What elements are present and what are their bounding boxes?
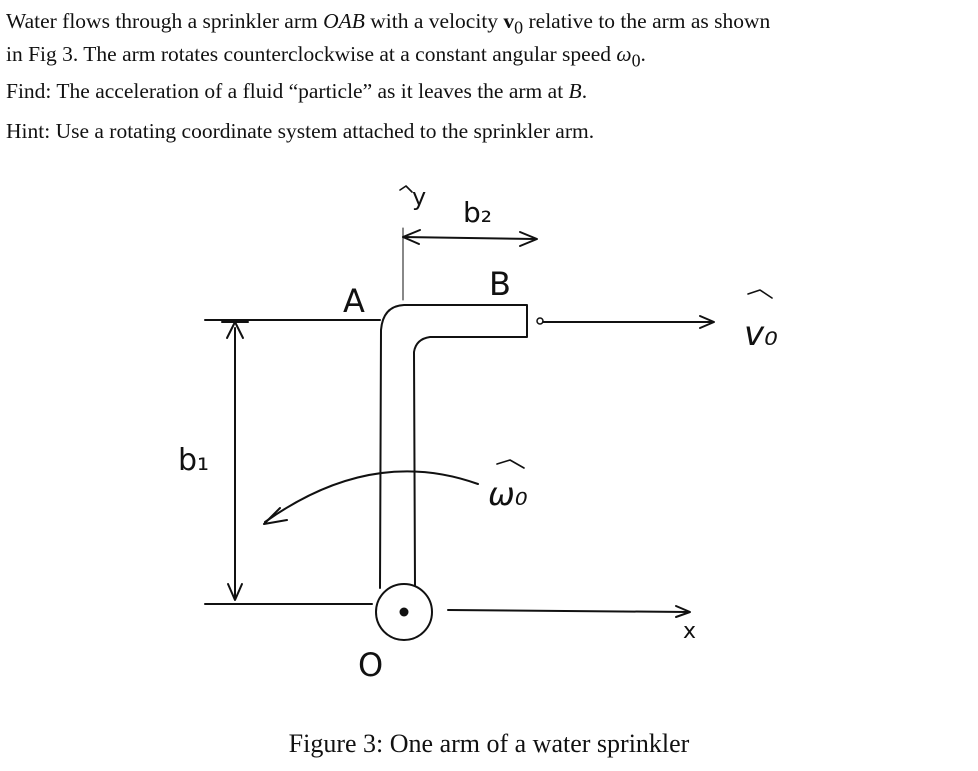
rotation-arrowhead (263, 507, 288, 525)
sprinkler-figure: A B O b₁ b₂ x y v₀ ω₀ (178, 183, 778, 684)
sprinkler-arm (379, 304, 528, 589)
figure-caption: Figure 3: One arm of a water sprinkler (288, 729, 690, 758)
label-o: O (358, 646, 383, 684)
find-statement: Find: The acceleration of a fluid “parti… (6, 79, 588, 103)
b1-arrow-bottom (227, 583, 243, 601)
omega-symbol: ω (616, 42, 632, 67)
problem-statement: Water flows through a sprinkler arm OAB … (6, 9, 771, 71)
label-a: A (343, 282, 365, 320)
rotation-arrow (264, 470, 479, 523)
b2-dimension-line (402, 236, 536, 240)
x-axis (447, 609, 689, 613)
label-y: y (412, 183, 426, 211)
b2-arrow-right (519, 231, 538, 247)
v0-overarrow (747, 289, 773, 299)
hint-statement: Hint: Use a rotating coordinate system a… (6, 119, 595, 143)
x-axis-arrowhead (675, 605, 691, 618)
label-v0: v₀ (744, 314, 778, 354)
omega-overarrow (496, 459, 525, 469)
pivot-hub (375, 583, 433, 641)
velocity-symbol: v (503, 9, 515, 33)
label-b: B (489, 265, 511, 303)
label-omega0: ω₀ (488, 475, 528, 513)
label-b2: b₂ (463, 196, 492, 229)
label-b1: b₁ (178, 443, 209, 478)
arm-name: OAB (323, 9, 365, 33)
label-x: x (683, 619, 696, 644)
nozzle-b (536, 317, 544, 325)
v0-arrowhead (699, 315, 715, 329)
y-axis-arrow (399, 185, 413, 193)
b2-arrow-left (402, 229, 421, 245)
pivot-center (399, 607, 409, 617)
